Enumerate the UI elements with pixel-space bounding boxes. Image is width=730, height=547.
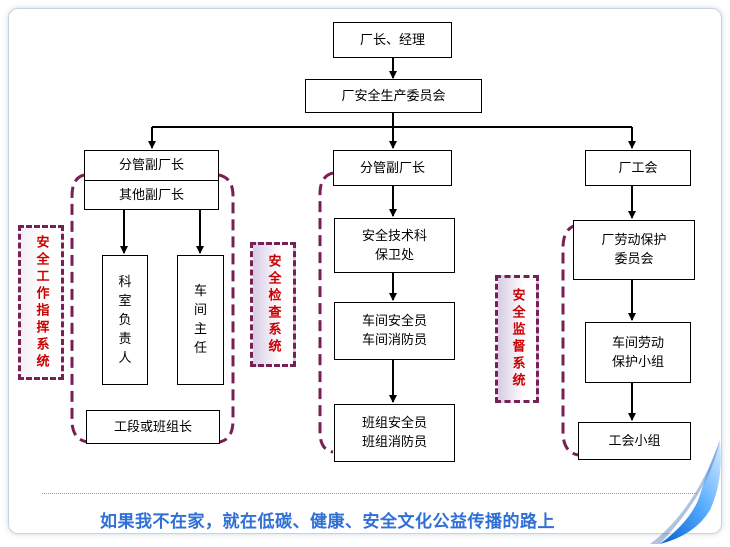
team-leader-box: 工段或班组长 — [86, 410, 220, 444]
union-group-box: 工会小组 — [578, 422, 691, 460]
workshop-safety-label: 车间安全员 车间消防员 — [361, 314, 427, 348]
workshop-director-box: 车 间 主 任 — [177, 255, 224, 385]
director-label: 厂长、经理 — [359, 32, 425, 48]
work-system-label-box: 安全工作指挥系统 — [18, 225, 64, 380]
director-box: 厂长、经理 — [333, 22, 452, 58]
union-label: 厂工会 — [618, 160, 658, 176]
workshop-director-label: 车 间 主 任 — [193, 284, 207, 356]
supervision-system-label-box: 安全监督系统 — [495, 275, 539, 403]
committee-box: 厂安全生产委员会 — [305, 79, 482, 113]
team-safety-box: 班组安全员 班组消防员 — [334, 404, 455, 462]
work-system-label: 安全工作指挥系统 — [33, 234, 49, 371]
section-head-box: 科 室 负 责 人 — [102, 255, 148, 385]
workshop-safety-box: 车间安全员 车间消防员 — [334, 302, 455, 360]
team-safety-label: 班组安全员 班组消防员 — [361, 416, 427, 450]
left-vp-label: 分管副厂长 — [118, 158, 184, 173]
other-vp-label: 其他副厂长 — [118, 187, 184, 203]
committee-label: 厂安全生产委员会 — [341, 88, 446, 104]
labor-group-label: 车间劳动 保护小组 — [611, 335, 664, 370]
left-vp-box: 分管副厂长 — [84, 150, 219, 181]
section-head-label: 科 室 负 责 人 — [118, 274, 132, 366]
safety-dept-label: 安全技术科 保卫处 — [361, 228, 427, 263]
labor-committee-label: 厂劳动保护 委员会 — [601, 233, 667, 267]
footer-rule — [42, 493, 697, 494]
bracket-left-open — [70, 173, 89, 444]
supervision-system-label: 安全监督系统 — [509, 288, 525, 390]
bracket-mid-open — [318, 171, 334, 454]
inspection-system-label: 安全检查系统 — [265, 253, 281, 356]
labor-group-box: 车间劳动 保护小组 — [585, 322, 691, 383]
mid-vp-box: 分管副厂长 — [333, 150, 452, 186]
footer-slogan: 如果我不在家，就在低碳、健康、安全文化公益传播的路上 — [100, 512, 555, 532]
labor-committee-box: 厂劳动保护 委员会 — [573, 220, 695, 280]
other-vp-box: 其他副厂长 — [84, 180, 219, 210]
union-group-label: 工会小组 — [608, 433, 661, 449]
union-box: 厂工会 — [585, 150, 691, 186]
bracket-right-open — [561, 223, 579, 457]
team-leader-label: 工段或班组长 — [113, 419, 192, 435]
bracket-left-close — [218, 173, 235, 444]
mid-vp-label: 分管副厂长 — [359, 160, 425, 176]
inspection-system-label-box: 安全检查系统 — [250, 242, 296, 367]
page-curl-decoration — [650, 440, 721, 544]
safety-dept-box: 安全技术科 保卫处 — [334, 218, 455, 273]
